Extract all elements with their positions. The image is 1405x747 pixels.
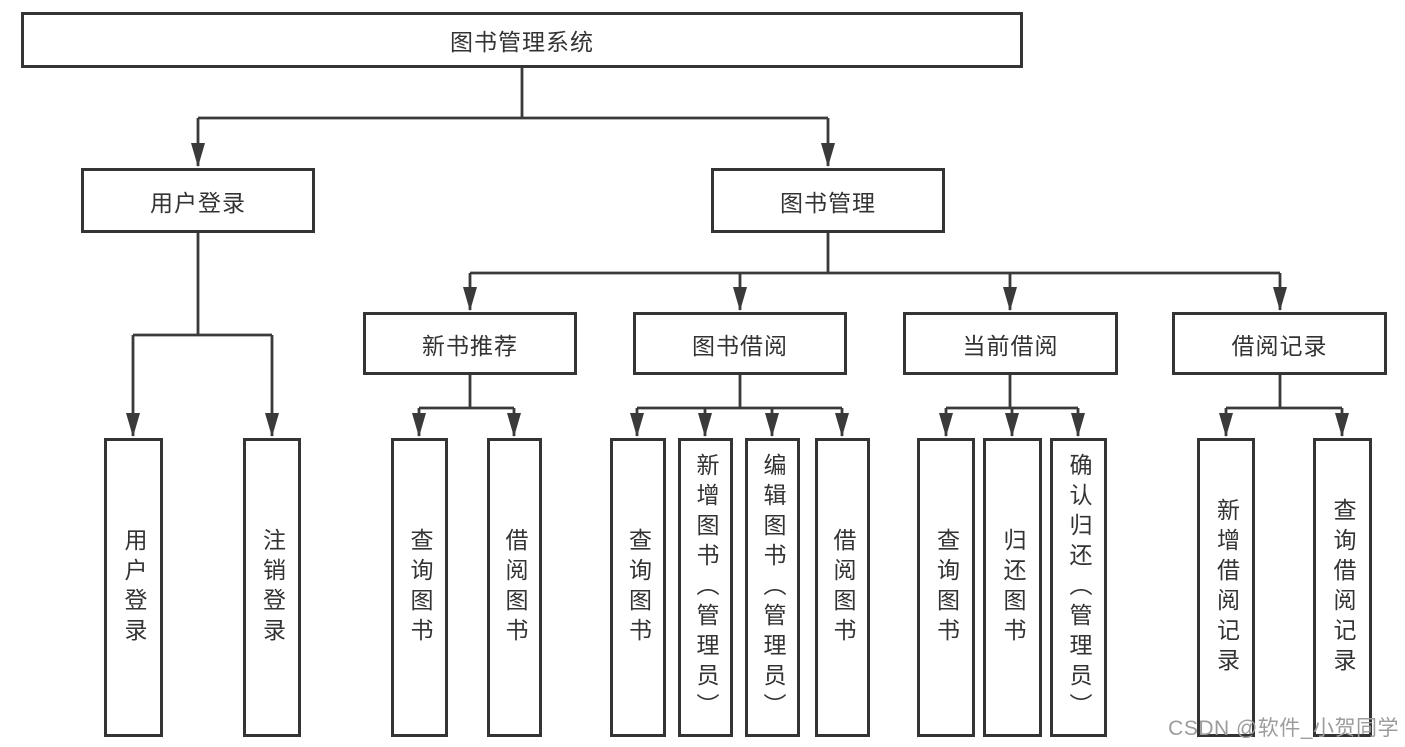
leaf-add-book-admin: 新增图书（管理员） [678, 438, 733, 737]
leaf-user-login-label: 用户登录 [121, 527, 147, 648]
leaf-add-borrow-record: 新增借阅记录 [1197, 438, 1255, 737]
node-user-login-label: 用户登录 [150, 189, 246, 216]
node-root: 图书管理系统 [21, 12, 1023, 68]
node-borrow-record-label: 借阅记录 [1231, 332, 1328, 359]
leaf-query-borrow-record-label: 查询借阅记录 [1330, 497, 1356, 678]
leaf-logout-label: 注销登录 [259, 527, 286, 648]
leaf-query-book-recommend: 查询图书 [391, 438, 448, 737]
node-root-label: 图书管理系统 [450, 29, 594, 55]
leaf-borrow-book-label: 借阅图书 [830, 527, 856, 648]
node-user-login: 用户登录 [81, 168, 315, 233]
node-book-borrow: 图书借阅 [633, 312, 847, 375]
leaf-logout: 注销登录 [243, 438, 301, 737]
node-book-management: 图书管理 [711, 168, 945, 233]
leaf-query-book-current-label: 查询图书 [933, 527, 960, 648]
leaf-borrow-book-recommend-label: 借阅图书 [502, 527, 528, 648]
leaf-user-login: 用户登录 [104, 438, 163, 737]
leaf-query-borrow-record: 查询借阅记录 [1313, 438, 1372, 737]
leaf-edit-book-admin: 编辑图书（管理员） [745, 438, 800, 737]
leaf-query-book-recommend-label: 查询图书 [407, 527, 433, 648]
node-current-borrow: 当前借阅 [903, 312, 1118, 375]
node-new-book-recommend: 新书推荐 [363, 312, 577, 375]
leaf-borrow-book-recommend: 借阅图书 [487, 438, 542, 737]
node-book-borrow-label: 图书借阅 [692, 332, 788, 359]
leaf-return-book-label: 归还图书 [1000, 527, 1026, 648]
leaf-borrow-book: 借阅图书 [815, 438, 870, 737]
node-new-book-recommend-label: 新书推荐 [422, 332, 518, 359]
leaf-confirm-return-admin: 确认归还（管理员） [1050, 438, 1107, 737]
leaf-query-book-borrow-label: 查询图书 [625, 527, 652, 648]
node-current-borrow-label: 当前借阅 [962, 332, 1059, 359]
leaf-return-book: 归还图书 [983, 438, 1042, 737]
node-book-management-label: 图书管理 [780, 189, 876, 216]
leaf-query-book-borrow: 查询图书 [610, 438, 666, 737]
leaf-add-borrow-record-label: 新增借阅记录 [1213, 497, 1240, 678]
csdn-watermark: CSDN @软件_小贺同学 [1168, 717, 1399, 740]
leaf-confirm-return-admin-label: 确认归还（管理员） [1066, 452, 1092, 723]
node-borrow-record: 借阅记录 [1172, 312, 1387, 375]
leaf-add-book-admin-label: 新增图书（管理员） [693, 452, 719, 723]
leaf-query-book-current: 查询图书 [917, 438, 975, 737]
leaf-edit-book-admin-label: 编辑图书（管理员） [760, 452, 786, 723]
